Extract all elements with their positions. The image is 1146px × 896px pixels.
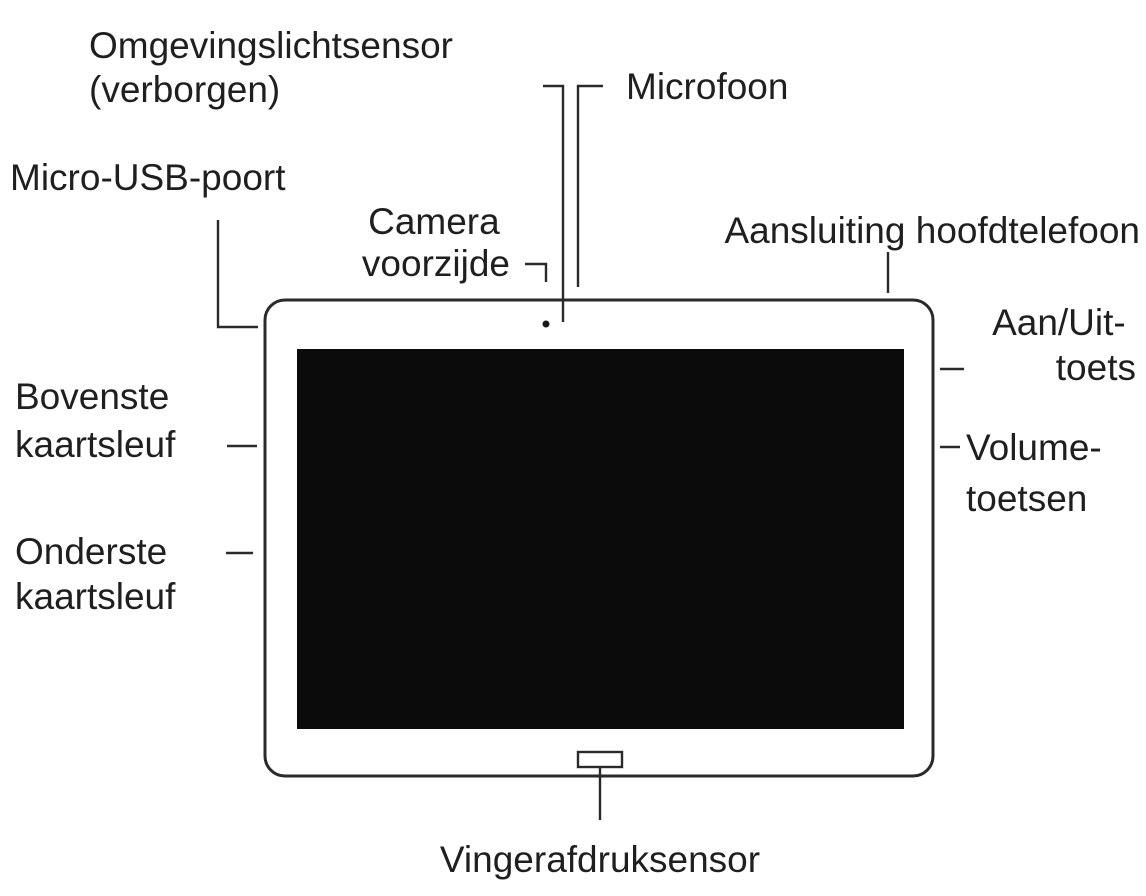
front-camera-dot <box>542 320 550 328</box>
microphone-label: Microfoon <box>626 66 788 107</box>
micro-usb-port-label: Micro-USB-poort <box>10 157 286 198</box>
micro-usb-port-leader <box>216 220 258 329</box>
fingerprint-sensor-button <box>576 750 624 769</box>
ambient-light-sensor-label: Omgevingslichtsensor (verborgen) <box>89 25 463 110</box>
fingerprint-sensor-label: Vingerafdruksensor <box>440 839 760 880</box>
ambient-light-sensor-leader <box>543 84 565 322</box>
volume-keys-label: Volume- toetsen <box>966 427 1112 519</box>
front-camera-leader <box>525 262 548 282</box>
microphone-leader <box>576 84 603 287</box>
front-camera-label: Camera voorzijde <box>362 201 510 284</box>
headphone-jack-label: Aansluiting hoofdtelefoon <box>724 210 1140 251</box>
tablet-screen <box>297 349 904 729</box>
top-card-slot-label: Bovenste kaartsleuf <box>15 376 180 465</box>
power-key-label: Aan/Uit- toets <box>992 302 1136 388</box>
bottom-card-slot-label: Onderste kaartsleuf <box>15 531 177 617</box>
